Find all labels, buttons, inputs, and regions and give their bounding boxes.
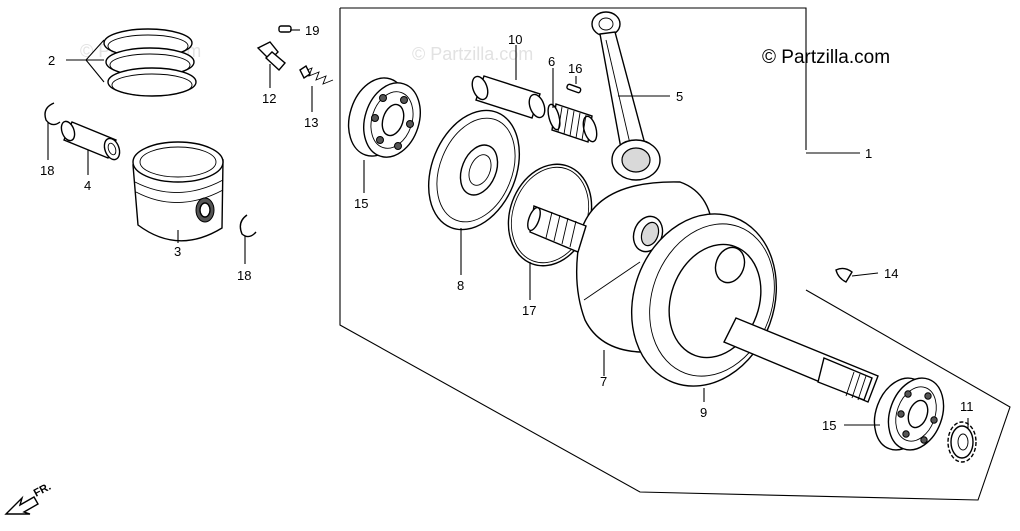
callout-19: 19 bbox=[305, 23, 319, 38]
callout-9: 9 bbox=[700, 405, 707, 420]
piston bbox=[132, 141, 224, 242]
front-direction-indicator: FR. bbox=[4, 481, 53, 515]
crank-pin bbox=[471, 75, 546, 119]
assembly-frame bbox=[339, 7, 1011, 501]
callout-18-right: 18 bbox=[237, 268, 251, 283]
callout-11: 11 bbox=[960, 399, 974, 414]
watermark-center: © Partzilla.com bbox=[412, 44, 533, 64]
leader-lines bbox=[47, 29, 969, 428]
dowel-pin bbox=[278, 25, 292, 33]
callout-6: 6 bbox=[548, 54, 555, 69]
callout-1: 1 bbox=[865, 146, 872, 161]
bolt bbox=[256, 41, 286, 72]
callout-15-left: 15 bbox=[354, 196, 368, 211]
piston-rings bbox=[103, 28, 197, 97]
spring bbox=[299, 64, 334, 85]
callout-4: 4 bbox=[84, 178, 91, 193]
callout-17: 17 bbox=[522, 303, 536, 318]
callout-16: 16 bbox=[568, 61, 582, 76]
right-crank-half bbox=[630, 213, 879, 403]
oil-seal-plate bbox=[427, 109, 521, 231]
small-pin bbox=[566, 83, 582, 94]
piston-pin bbox=[60, 120, 121, 161]
callout-14: 14 bbox=[884, 266, 898, 281]
timing-sprocket bbox=[947, 421, 977, 463]
callout-8: 8 bbox=[457, 278, 464, 293]
circlip-right bbox=[239, 214, 257, 238]
callout-7: 7 bbox=[600, 374, 607, 389]
needle-bearing bbox=[547, 103, 598, 143]
callout-3: 3 bbox=[174, 244, 181, 259]
callout-10: 10 bbox=[508, 32, 522, 47]
front-label: FR. bbox=[32, 481, 53, 500]
callout-13: 13 bbox=[304, 115, 318, 130]
circlip-left bbox=[44, 102, 61, 126]
bearing-right bbox=[873, 377, 945, 451]
callout-15-right: 15 bbox=[822, 418, 836, 433]
callout-2: 2 bbox=[48, 53, 55, 68]
woodruff-key bbox=[835, 267, 853, 283]
copyright-notice: © Partzilla.com bbox=[762, 47, 890, 68]
callout-12: 12 bbox=[262, 91, 276, 106]
connecting-rod bbox=[591, 11, 661, 181]
callout-labels: 1 2 3 4 5 6 7 8 9 10 11 12 13 14 15 15 1… bbox=[40, 23, 974, 433]
bearing-left bbox=[347, 77, 421, 158]
callout-18-left: 18 bbox=[40, 163, 54, 178]
callout-5: 5 bbox=[676, 89, 683, 104]
